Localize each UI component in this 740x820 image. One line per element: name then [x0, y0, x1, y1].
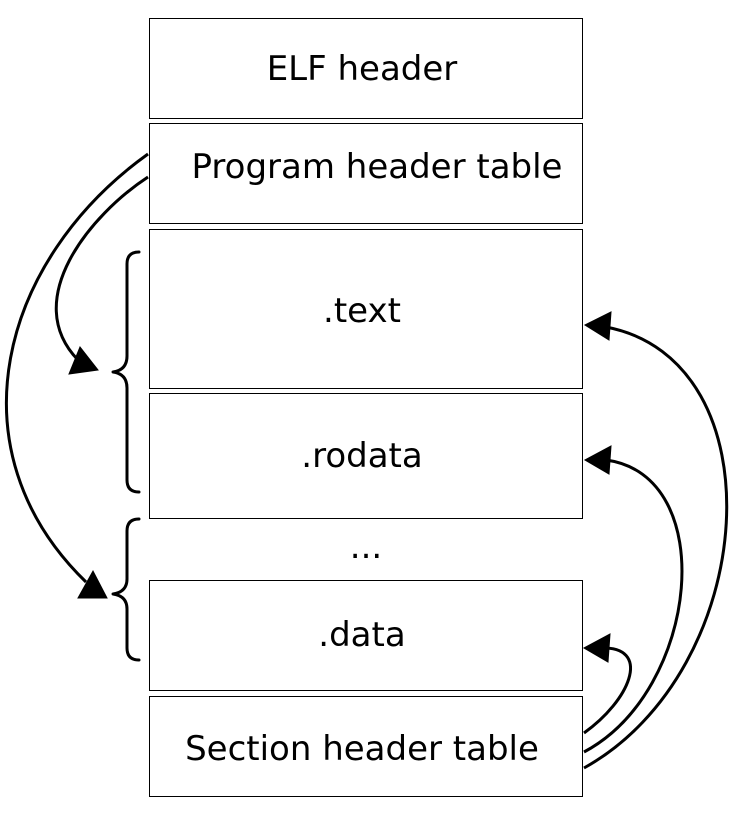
section-header-arrow-to-text — [583, 311, 729, 770]
segment-brace-upper — [111, 250, 141, 494]
program-header-arrow-to-upper-segment — [54, 175, 149, 375]
elf-header-label: ELF header — [267, 49, 458, 89]
rodata-section-block: .rodata — [149, 393, 583, 519]
section-header-arrow-to-data — [582, 633, 633, 735]
text-section-block: .text — [149, 229, 583, 389]
data-section-block: .data — [149, 580, 583, 691]
ellipsis-label: ... — [350, 527, 382, 567]
program-header-table-block: Program header table — [149, 123, 583, 224]
text-section-label: .text — [323, 291, 401, 331]
section-header-table-label: Section header table — [185, 729, 539, 769]
elf-header-block: ELF header — [149, 18, 583, 119]
data-section-label: .data — [318, 615, 405, 655]
program-header-arrow-to-lower-segment — [5, 152, 149, 599]
section-header-table-block: Section header table — [149, 696, 583, 797]
segment-brace-lower — [111, 517, 141, 662]
rodata-section-label: .rodata — [301, 436, 422, 476]
section-header-arrow-to-rodata — [583, 445, 684, 754]
ellipsis-gap: ... — [350, 527, 382, 567]
program-header-table-label: Program header table — [192, 147, 563, 187]
